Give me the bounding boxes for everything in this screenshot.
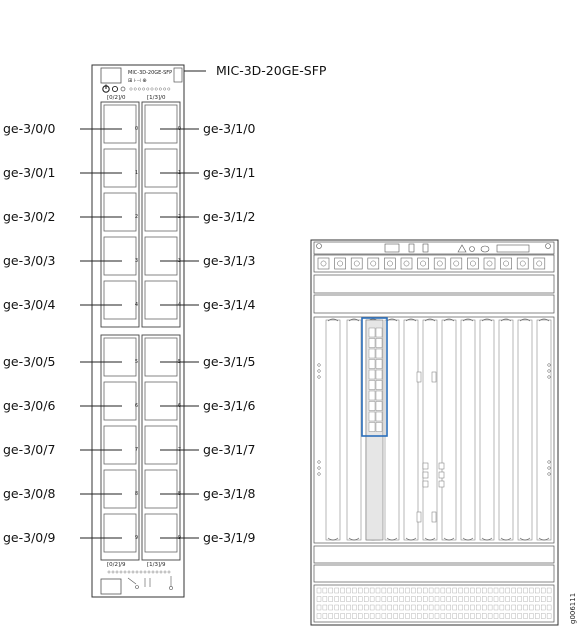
- top-ejector: [100, 67, 122, 84]
- left-cage-lower: [100, 334, 140, 561]
- left-group-top-label: [0/2]/0: [107, 95, 126, 101]
- port-label-left: ge-3/0/1: [3, 165, 55, 180]
- port-number-left: 5: [135, 359, 138, 365]
- port-number-left: 1: [135, 170, 138, 176]
- port-label-left: ge-3/0/3: [3, 253, 55, 268]
- left-cage-upper: [100, 101, 140, 328]
- grille-holes: [316, 587, 552, 619]
- port-label-right: ge-3/1/7: [203, 442, 255, 457]
- port-label-right: ge-3/1/9: [203, 530, 255, 545]
- port-label-right: ge-3/1/2: [203, 209, 255, 224]
- online-led-icon: [111, 85, 119, 93]
- port-label-left: ge-3/0/5: [3, 354, 55, 369]
- port-number-left: 9: [135, 535, 138, 541]
- upper-horizontal-slot-1: [313, 274, 555, 294]
- right-group-bottom-label: [1/3]/9: [147, 562, 166, 568]
- lower-horizontal-slot-1: [313, 545, 555, 564]
- vertical-card-slots: [325, 317, 552, 541]
- port-number-left: 8: [135, 491, 138, 497]
- port-number-left: 3: [135, 258, 138, 264]
- sfp-port-left[interactable]: [103, 148, 137, 188]
- port-label-left: ge-3/0/8: [3, 486, 55, 501]
- port-label-right: ge-3/1/3: [203, 253, 255, 268]
- port-label-left: ge-3/0/6: [3, 398, 55, 413]
- port-number-left: 6: [135, 403, 138, 409]
- left-group-bottom-label: [0/2]/9: [107, 562, 126, 568]
- sfp-port-left[interactable]: [103, 104, 137, 144]
- sfp-port-left[interactable]: [103, 192, 137, 232]
- status-led-glyphs: ⊞ ⊦⊣ ⊕: [128, 78, 147, 84]
- router-chassis: [310, 239, 559, 626]
- sfp-port-left[interactable]: [103, 381, 137, 421]
- sfp-port-left[interactable]: [103, 425, 137, 465]
- mic-location-highlight: [361, 317, 388, 437]
- port-label-left: ge-3/0/0: [3, 121, 55, 136]
- right-group-top-label: [1/3]/0: [147, 95, 166, 101]
- fan-connectors: [317, 257, 546, 270]
- bottom-indicator-icons: [127, 576, 173, 590]
- sfp-port-left[interactable]: [103, 513, 137, 553]
- mic-card: MIC-3D-20GE-SFP ⊞ ⊦⊣ ⊕ [0/2]/0 [1/3]/0 0…: [91, 64, 185, 598]
- sfp-port-left[interactable]: [103, 236, 137, 276]
- sfp-port-right[interactable]: [144, 104, 178, 144]
- left-ports: 0 1 2 3 4 5 6 7 8 9: [103, 104, 138, 553]
- port-label-right: ge-3/1/6: [203, 398, 255, 413]
- sfp-port-right[interactable]: [144, 425, 178, 465]
- power-icon: [102, 84, 110, 93]
- port-number-left: 7: [135, 447, 138, 453]
- side-markers: [317, 363, 551, 476]
- sfp-port-right[interactable]: [144, 513, 178, 553]
- sfp-port-right[interactable]: [144, 192, 178, 232]
- sfp-port-right[interactable]: [144, 337, 178, 377]
- port-label-right: ge-3/1/4: [203, 297, 255, 312]
- port-label-left: ge-3/0/2: [3, 209, 55, 224]
- mic-model-label: MIC-3D-20GE-SFP: [216, 63, 327, 78]
- port-label-right: ge-3/1/5: [203, 354, 255, 369]
- sfp-port-left[interactable]: [103, 337, 137, 377]
- port-number-left: 0: [135, 126, 138, 132]
- sfp-port-right[interactable]: [144, 148, 178, 188]
- card-header-text: MIC-3D-20GE-SFP: [128, 70, 172, 76]
- upper-horizontal-slot-2: [313, 294, 555, 314]
- lower-horizontal-slot-2: [313, 564, 555, 583]
- sfp-port-right[interactable]: [144, 469, 178, 509]
- sfp-port-right[interactable]: [144, 280, 178, 320]
- sfp-port-right[interactable]: [144, 381, 178, 421]
- port-label-left: ge-3/0/4: [3, 297, 55, 312]
- led-row-bottom: [107, 570, 171, 574]
- port-number-left: 4: [135, 302, 138, 308]
- led-row-top: [129, 87, 171, 91]
- port-label-left: ge-3/0/9: [3, 530, 55, 545]
- port-label-right: ge-3/1/8: [203, 486, 255, 501]
- sfp-port-left[interactable]: [103, 469, 137, 509]
- port-label-right: ge-3/1/0: [203, 121, 255, 136]
- status-led-icon: [120, 86, 126, 92]
- right-port-labels: ge-3/1/0 ge-3/1/1 ge-3/1/2 ge-3/1/3 ge-3/1/4…: [160, 121, 255, 545]
- figure-id: g006111: [569, 593, 577, 624]
- bottom-ejector: [100, 578, 122, 595]
- card-cage: [313, 316, 555, 544]
- right-cage-lower: [141, 334, 181, 561]
- port-number-left: 2: [135, 214, 138, 220]
- port-label-right: ge-3/1/1: [203, 165, 255, 180]
- right-cage-upper: [141, 101, 181, 328]
- craft-interface: [313, 241, 555, 255]
- port-label-left: ge-3/0/7: [3, 442, 55, 457]
- sfp-port-left[interactable]: [103, 280, 137, 320]
- left-port-labels: ge-3/0/0 ge-3/0/1 ge-3/0/2 ge-3/0/3 ge-3/0/4…: [3, 121, 122, 545]
- sfp-port-right[interactable]: [144, 236, 178, 276]
- top-latch: [173, 67, 183, 83]
